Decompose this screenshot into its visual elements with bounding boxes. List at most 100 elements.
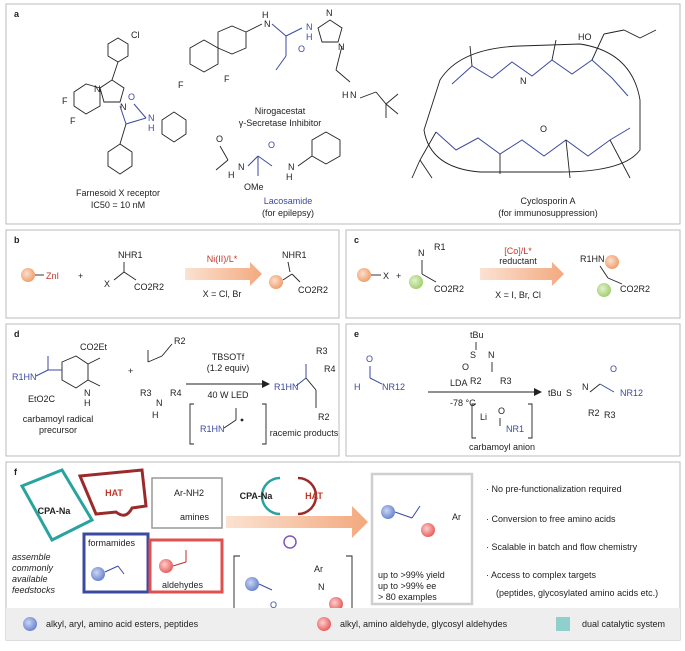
- d-amine-r4: R4: [170, 388, 182, 398]
- compound-farnesoid-potency: IC50 = 10 nM: [91, 200, 145, 210]
- e-reagent1-nr: NR12: [382, 382, 405, 392]
- panel-a-label: a: [14, 9, 20, 19]
- c-imine-n: N: [418, 248, 425, 258]
- puzzle-hat: [77, 468, 148, 517]
- legend-blue-text: alkyl, aryl, amino acid esters, peptides: [46, 619, 199, 629]
- d-reagent1-amide: R1HN: [12, 372, 37, 382]
- inter-blue-ball: [245, 577, 259, 591]
- e-base: LDA: [450, 378, 468, 388]
- atom-h-3: H: [306, 32, 313, 42]
- c-plus: +: [396, 271, 401, 281]
- d-ester-bottom: EtO2C: [28, 394, 56, 404]
- puzzle-blue-ball: [91, 567, 105, 581]
- atom-n-ring: N: [520, 76, 527, 86]
- d-amine-r3: R3: [140, 388, 152, 398]
- cycle-hat-arc: [297, 476, 318, 516]
- panel-d-frame: [5, 323, 340, 457]
- d-catalyst-equiv: (1.2 equiv): [207, 363, 250, 373]
- b-arrow: [185, 262, 262, 286]
- panel-b-frame: [5, 229, 340, 319]
- panel-d: d R1HN CO2Et EtO2C N H carbamoyl radical…: [5, 323, 340, 457]
- f-intermediate-n: N: [318, 582, 325, 592]
- d-caption-2: precursor: [39, 425, 77, 435]
- atom-n-7: N: [238, 162, 245, 172]
- e-imine-r2: R2: [470, 376, 482, 386]
- puzzle-formamides: formamides: [88, 538, 136, 548]
- legend-red-text: alkyl, amino aldehyde, glycosyl aldehyde…: [340, 619, 508, 629]
- d-aldehyde-r: R2: [174, 336, 186, 346]
- cycle-cpa-arc: [260, 476, 281, 516]
- orange-ball-b1: [21, 268, 35, 282]
- inter-red-ball: [329, 597, 343, 611]
- puzzle: CPA-Na HAT Ar-NH2 amines formamides alde…: [12, 468, 224, 595]
- e-product-r3: R3: [604, 410, 616, 420]
- c-reductant: reductant: [499, 256, 537, 266]
- d-light: 40 W LED: [207, 390, 249, 400]
- d-product-r2: R2: [318, 412, 330, 422]
- compound-farnesoid-name: Farnesoid X receptor: [76, 188, 160, 198]
- compound-cyclosporin: HO N O Cyclosporin A (for immunosuppress…: [411, 29, 657, 218]
- atom-f1: F: [62, 96, 68, 106]
- e-product-nr: NR12: [620, 388, 643, 398]
- result-blue-ball: [381, 505, 395, 519]
- atom-f4: F: [224, 74, 230, 84]
- puzzle-cpa: [19, 468, 95, 542]
- d-amine-h: H: [152, 410, 159, 420]
- d-product-caption: racemic products: [270, 428, 339, 438]
- e-anion-li: Li: [480, 412, 487, 422]
- b-reagent1: ZnI: [46, 271, 59, 281]
- orange-ball-b2: [269, 275, 283, 289]
- e-imine-r3: R3: [500, 376, 512, 386]
- compound-cyclosporin-name: Cyclosporin A: [520, 196, 575, 206]
- atom-o-ring: O: [540, 124, 547, 134]
- c-product-top: R1HN: [580, 254, 605, 264]
- c-conditions: X = I, Br, Cl: [495, 290, 541, 300]
- atom-f3: F: [178, 80, 184, 90]
- atom-h-4: H: [342, 90, 349, 100]
- cycle-hat-label: HAT: [305, 491, 323, 501]
- atom-n-2: N: [264, 19, 271, 29]
- atom-o-3: O: [216, 134, 223, 144]
- e-sulfinyl-s: S: [470, 350, 476, 360]
- d-caption-1: carbamoyl radical: [23, 414, 94, 424]
- atom-o: O: [128, 92, 135, 102]
- legend-red-ball: [317, 617, 331, 631]
- feature-2: · Conversion to free amino acids: [486, 514, 616, 524]
- panel-d-label: d: [14, 329, 20, 339]
- d-reagent1-n: N: [84, 388, 91, 398]
- feature-4: · Access to complex targets: [486, 570, 597, 580]
- atom-nh: N: [148, 113, 155, 123]
- green-ball-c2: [597, 283, 611, 297]
- b-plus: +: [78, 271, 83, 281]
- e-anion-o: O: [498, 406, 505, 416]
- cycle-cpa-label: CPA-Na: [240, 491, 274, 501]
- panel-a: a Cl N N F F N H O Farn: [5, 3, 681, 225]
- e-product-tbu: tBu: [548, 388, 562, 398]
- d-catalyst: TBSOTf: [212, 352, 245, 362]
- puzzle-red-ball: [159, 559, 173, 573]
- compound-lacosamide-use: (for epilepsy): [262, 208, 314, 218]
- legend-bar: alkyl, aryl, amino acid esters, peptides…: [6, 608, 680, 640]
- atom-cl: Cl: [131, 30, 140, 40]
- panel-b-label: b: [14, 235, 20, 245]
- e-imine-n: N: [488, 350, 495, 360]
- puzzle-aldehyde: [148, 538, 224, 594]
- c-arrow: [480, 262, 564, 286]
- panel-b: b ZnI + NHR1 X CO2R2 Ni(II)/L* X = Cl, B…: [5, 229, 340, 319]
- f-intermediate: O Ar N: [233, 555, 353, 617]
- b-product-ester: CO2R2: [298, 285, 328, 295]
- e-product-o: O: [610, 364, 617, 374]
- panel-f: f CPA-Na HAT Ar-NH2 amines formamides al…: [5, 461, 681, 641]
- legend-blue-ball: [23, 617, 37, 631]
- c-imine-ester: CO2R2: [434, 284, 464, 294]
- puzzle-assemble-1: assemble: [12, 552, 51, 562]
- e-reagent1-h: H: [354, 382, 361, 392]
- feature-5: (peptides, glycosylated amino acids etc.…: [496, 588, 658, 598]
- f-intermediate-o: O: [270, 600, 277, 610]
- e-temperature: -78 °C: [450, 398, 476, 408]
- puzzle-assemble-3: available: [12, 574, 48, 584]
- c-product-ester: CO2R2: [620, 284, 650, 294]
- e-product-r2: R2: [588, 408, 600, 418]
- atom-h-6: H: [286, 172, 293, 182]
- puzzle-amine: [151, 477, 223, 529]
